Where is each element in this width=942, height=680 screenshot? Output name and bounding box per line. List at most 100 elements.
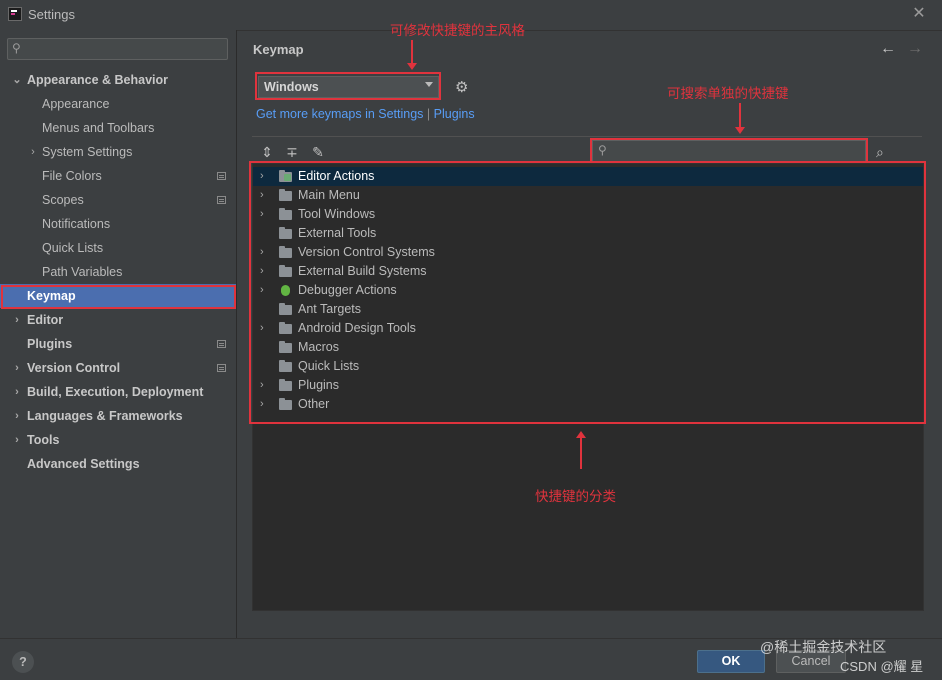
link-separator: | bbox=[423, 107, 434, 121]
get-more-keymaps: Get more keymaps in Settings | Plugins bbox=[256, 107, 475, 121]
window-title: Settings bbox=[28, 7, 75, 22]
chevron-right-icon: › bbox=[31, 146, 35, 158]
tree-row-other[interactable]: › Other bbox=[253, 395, 923, 414]
sidebar-item-label: Plugins bbox=[27, 337, 73, 351]
tree-row-plugins[interactable]: › Plugins bbox=[253, 376, 923, 395]
app-icon bbox=[8, 7, 22, 21]
sidebar-item-editor[interactable]: › Editor bbox=[0, 308, 236, 332]
annotation-arrow-up-icon bbox=[576, 431, 586, 469]
folder-icon bbox=[279, 208, 292, 220]
sidebar-item-label: Version Control bbox=[27, 361, 121, 375]
sidebar-item-path-variables[interactable]: Path Variables bbox=[0, 260, 236, 284]
sidebar-item-file-colors[interactable]: File Colors bbox=[0, 164, 236, 188]
sidebar-item-notifications[interactable]: Notifications bbox=[0, 212, 236, 236]
tree-row-ant-targets[interactable]: Ant Targets bbox=[253, 300, 923, 319]
sidebar-item-label: Notifications bbox=[42, 217, 111, 231]
chevron-right-icon: › bbox=[15, 434, 19, 446]
ok-button[interactable]: OK bbox=[697, 650, 765, 673]
project-level-icon bbox=[217, 172, 226, 180]
forward-arrow-icon[interactable]: → bbox=[907, 40, 923, 57]
cancel-button[interactable]: Cancel bbox=[776, 650, 846, 673]
sidebar-item-advanced-settings[interactable]: Advanced Settings bbox=[0, 452, 236, 476]
back-arrow-icon[interactable]: ← bbox=[880, 40, 896, 57]
chevron-right-icon: › bbox=[15, 314, 19, 326]
help-button[interactable]: ? bbox=[12, 651, 34, 673]
tree-row-macros[interactable]: Macros bbox=[253, 338, 923, 357]
tree-row-label: Editor Actions bbox=[298, 169, 375, 183]
tree-row-android-design-tools[interactable]: › Android Design Tools bbox=[253, 319, 923, 338]
sidebar-item-label: Menus and Toolbars bbox=[42, 121, 155, 135]
sidebar-item-label: File Colors bbox=[42, 169, 102, 183]
keymap-scheme-select[interactable]: Windows bbox=[258, 76, 439, 98]
sidebar-item-label: Keymap bbox=[27, 289, 76, 303]
sidebar-item-label: Appearance bbox=[42, 97, 110, 111]
tree-row-external-tools[interactable]: External Tools bbox=[253, 224, 923, 243]
tree-row-label: Other bbox=[298, 397, 330, 411]
sidebar-item-quick-lists[interactable]: Quick Lists bbox=[0, 236, 236, 260]
sidebar-item-keymap[interactable]: Keymap bbox=[0, 284, 236, 308]
folder-icon bbox=[279, 360, 292, 372]
folder-icon bbox=[279, 265, 292, 277]
sidebar-item-scopes[interactable]: Scopes bbox=[0, 188, 236, 212]
watermark-secondary: CSDN @耀 星 bbox=[840, 659, 924, 674]
expand-all-icon[interactable]: ⇕ bbox=[261, 144, 273, 160]
chevron-right-icon: › bbox=[15, 386, 19, 398]
sidebar-item-label: Quick Lists bbox=[42, 241, 104, 255]
tree-row-editor-actions[interactable]: › Editor Actions bbox=[253, 167, 923, 186]
project-level-icon bbox=[217, 340, 226, 348]
sidebar-item-label: Languages & Frameworks bbox=[27, 409, 183, 423]
dropdown-arrow-icon bbox=[425, 82, 433, 87]
edit-pencil-icon[interactable]: ✎ bbox=[312, 144, 324, 160]
scheme-annotation: 可修改快捷键的主风格 bbox=[390, 23, 525, 38]
tree-row-label: Version Control Systems bbox=[298, 245, 435, 259]
sidebar-item-label: Editor bbox=[27, 313, 64, 327]
sidebar-item-appearance-behavior[interactable]: ⌄ Appearance & Behavior bbox=[0, 68, 236, 92]
tree-row-label: Ant Targets bbox=[298, 302, 362, 316]
tree-row-label: Plugins bbox=[298, 378, 339, 392]
project-level-icon bbox=[217, 196, 226, 204]
sidebar-item-label: System Settings bbox=[42, 145, 133, 159]
chevron-down-icon: ⌄ bbox=[12, 74, 22, 86]
sidebar-item-tools[interactable]: › Tools bbox=[0, 428, 236, 452]
collapse-all-icon[interactable]: ∓ bbox=[286, 144, 298, 160]
chevron-right-icon: › bbox=[260, 208, 264, 220]
tree-row-debugger-actions[interactable]: › Debugger Actions bbox=[253, 281, 923, 300]
folder-icon bbox=[279, 398, 292, 410]
folder-icon bbox=[279, 303, 292, 315]
tree-row-label: Debugger Actions bbox=[298, 283, 397, 297]
tree-row-label: Android Design Tools bbox=[298, 321, 416, 335]
tree-row-main-menu[interactable]: › Main Menu bbox=[253, 186, 923, 205]
tree-row-external-build-systems[interactable]: › External Build Systems bbox=[253, 262, 923, 281]
tree-row-label: Quick Lists bbox=[298, 359, 360, 373]
settings-sidebar: ⚲ ⌄ Appearance & Behavior Appearance Men… bbox=[0, 30, 237, 638]
sidebar-item-label: Build, Execution, Deployment bbox=[27, 385, 204, 399]
sidebar-item-label: Scopes bbox=[42, 193, 84, 207]
settings-search-input[interactable]: ⚲ bbox=[7, 38, 228, 60]
sidebar-item-version-control[interactable]: › Version Control bbox=[0, 356, 236, 380]
sidebar-item-label: Path Variables bbox=[42, 265, 123, 279]
sidebar-item-label: Appearance & Behavior bbox=[27, 73, 169, 87]
sidebar-item-languages-frameworks[interactable]: › Languages & Frameworks bbox=[0, 404, 236, 428]
tree-row-label: External Build Systems bbox=[298, 264, 427, 278]
chevron-right-icon: › bbox=[260, 284, 264, 296]
plugins-link[interactable]: Plugins bbox=[433, 107, 475, 121]
chevron-right-icon: › bbox=[260, 189, 264, 201]
sidebar-item-label: Advanced Settings bbox=[27, 457, 140, 471]
sidebar-item-appearance[interactable]: Appearance bbox=[0, 92, 236, 116]
chevron-right-icon: › bbox=[260, 379, 264, 391]
sidebar-item-build-execution-deployment[interactable]: › Build, Execution, Deployment bbox=[0, 380, 236, 404]
sidebar-item-system-settings[interactable]: › System Settings bbox=[0, 140, 236, 164]
folder-icon bbox=[279, 246, 292, 258]
sidebar-item-menus-toolbars[interactable]: Menus and Toolbars bbox=[0, 116, 236, 140]
page-title: Keymap bbox=[253, 42, 304, 57]
gear-icon[interactable]: ⚙ bbox=[455, 79, 469, 96]
tree-row-version-control-systems[interactable]: › Version Control Systems bbox=[253, 243, 923, 262]
find-by-shortcut-icon[interactable]: ⌕ bbox=[876, 144, 884, 160]
tree-row-tool-windows[interactable]: › Tool Windows bbox=[253, 205, 923, 224]
get-more-keymaps-link[interactable]: Get more keymaps in Settings bbox=[256, 107, 424, 121]
sidebar-item-plugins[interactable]: Plugins bbox=[0, 332, 236, 356]
tree-row-quick-lists[interactable]: Quick Lists bbox=[253, 357, 923, 376]
bug-icon bbox=[279, 285, 292, 296]
close-icon[interactable]: ✕ bbox=[912, 5, 926, 22]
keymap-search-input[interactable]: ⚲ bbox=[592, 140, 866, 162]
